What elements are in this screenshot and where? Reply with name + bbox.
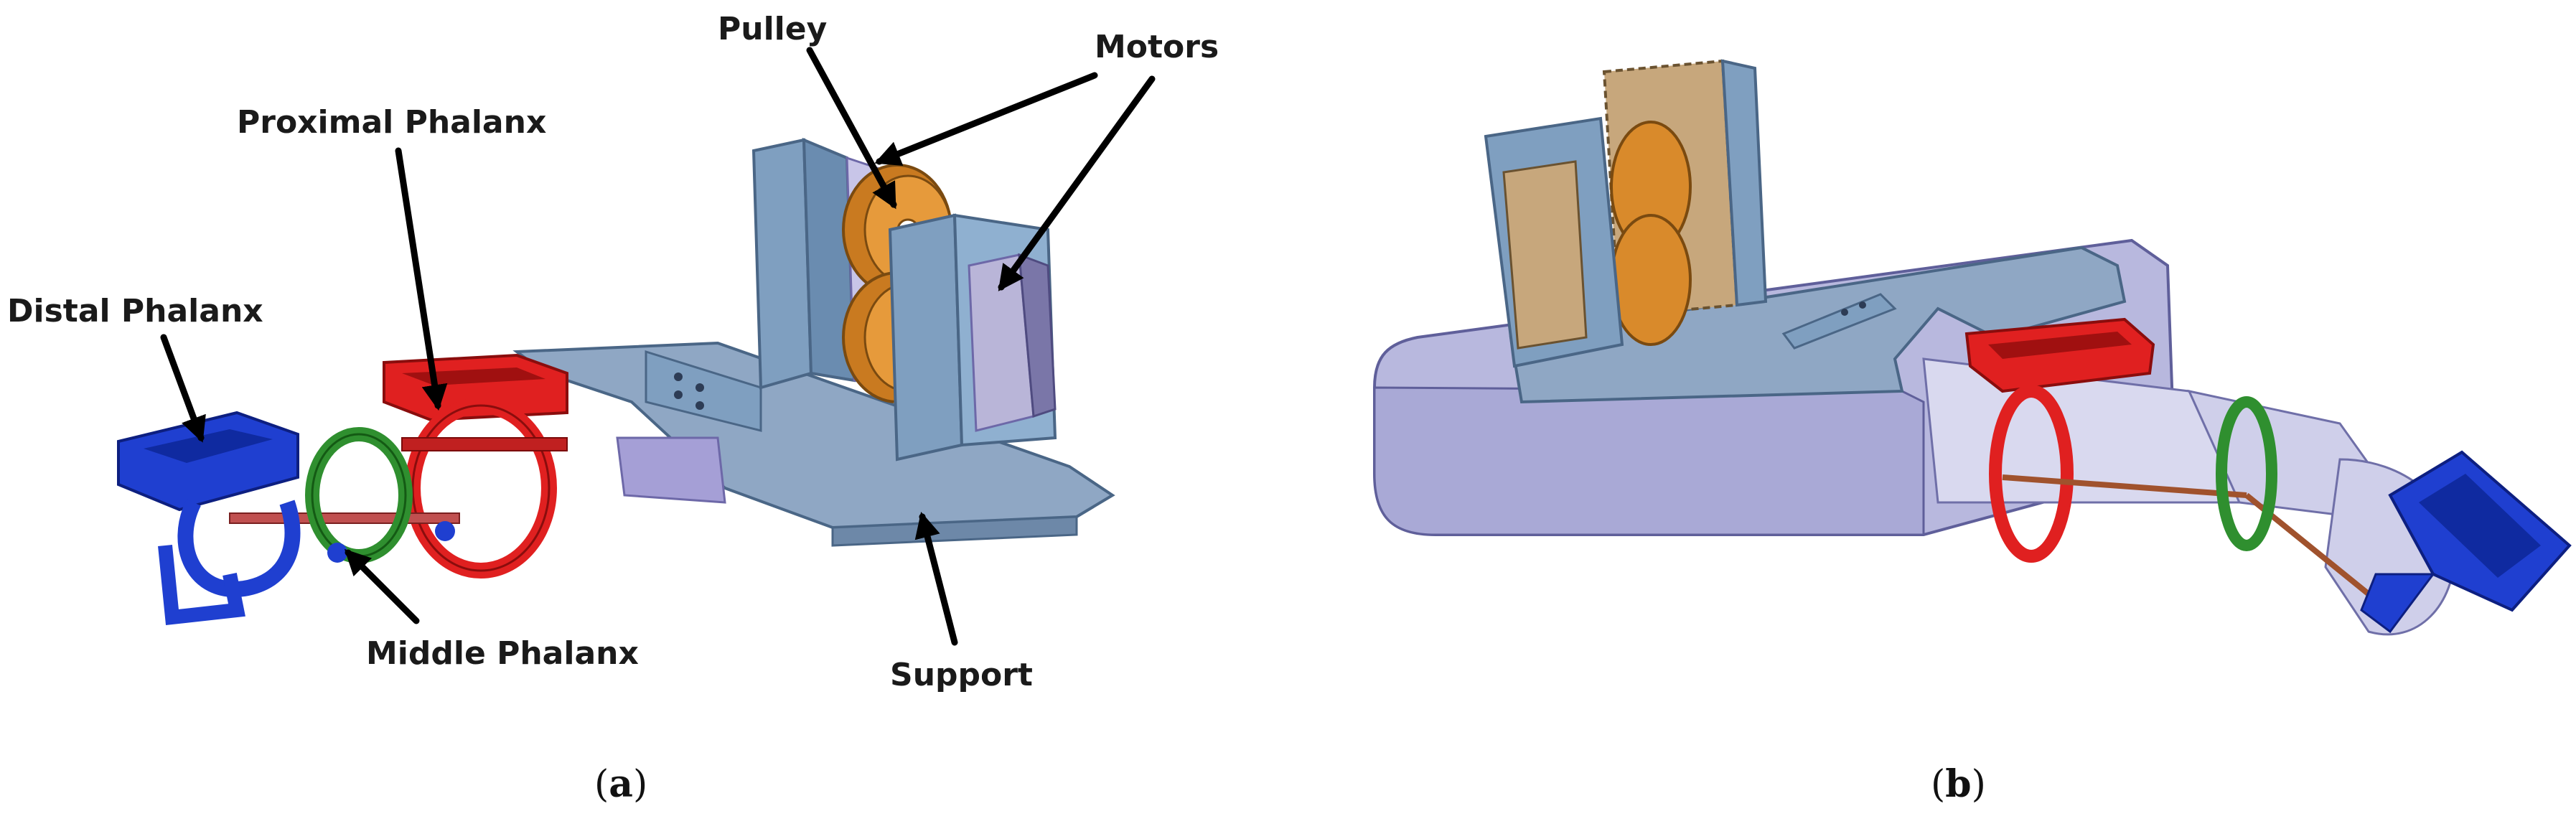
distal-phalanx-b (2360, 450, 2572, 634)
middle-phalanx-arrow (344, 548, 420, 624)
pulley-arrow (806, 47, 897, 210)
panel-a: Pulley Motors Proximal Phalanx Distal Ph… (7, 11, 1219, 806)
distal-phalanx-arrow (160, 334, 206, 443)
distal-phalanx-part (117, 411, 301, 626)
motors-arrow-2 (998, 75, 1156, 291)
middle-phalanx-b (2216, 396, 2277, 551)
label-distal-phalanx: Distal Phalanx (7, 293, 263, 329)
proximal-phalanx-arrow (395, 147, 448, 411)
arrows-panel-a (160, 47, 1156, 646)
label-support: Support (890, 657, 1033, 693)
label-middle-phalanx: Middle Phalanx (366, 635, 639, 672)
label-pulley: Pulley (718, 11, 827, 47)
support-plate (512, 341, 1115, 547)
motor-housing-right (888, 213, 1057, 462)
proximal-phalanx-part (383, 353, 568, 579)
motor-housing-b (1484, 59, 1768, 368)
label-proximal-phalanx: Proximal Phalanx (237, 104, 546, 141)
motors-arrow-1 (874, 72, 1098, 167)
panel-b: (b) (1373, 59, 2572, 806)
connecting-rod (229, 512, 460, 524)
tendon-rod-1 (2002, 474, 2247, 498)
label-motors: Motors (1095, 29, 1219, 65)
caption-b: (b) (1931, 762, 1986, 806)
proximal-phalanx-b (1964, 317, 2155, 563)
caption-a: (a) (594, 762, 647, 806)
support-arrow (914, 512, 958, 646)
